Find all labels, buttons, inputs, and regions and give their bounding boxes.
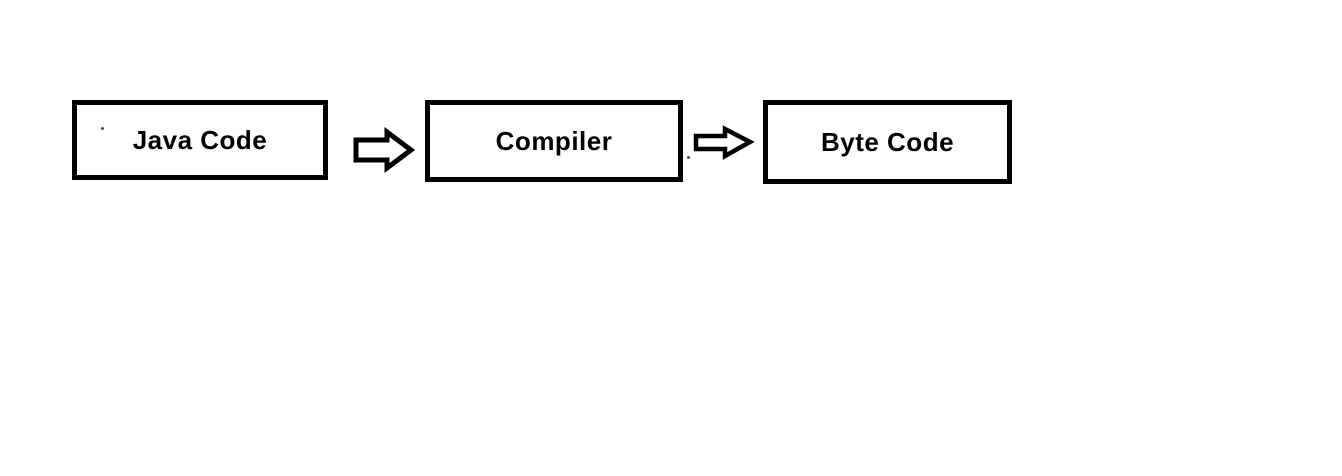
- stray-pixel-mark: [101, 127, 104, 130]
- node-byte-code: Byte Code: [763, 100, 1012, 184]
- node-java-code: Java Code: [72, 100, 328, 180]
- node-java-code-label: Java Code: [132, 124, 268, 155]
- node-compiler-label: Compiler: [495, 125, 613, 156]
- block-arrow-right-icon: [353, 127, 416, 173]
- node-compiler: Compiler: [425, 100, 683, 182]
- stray-pixel-mark: [687, 156, 690, 159]
- node-byte-code-label: Byte Code: [820, 126, 955, 157]
- block-arrow-right-icon: [693, 125, 755, 160]
